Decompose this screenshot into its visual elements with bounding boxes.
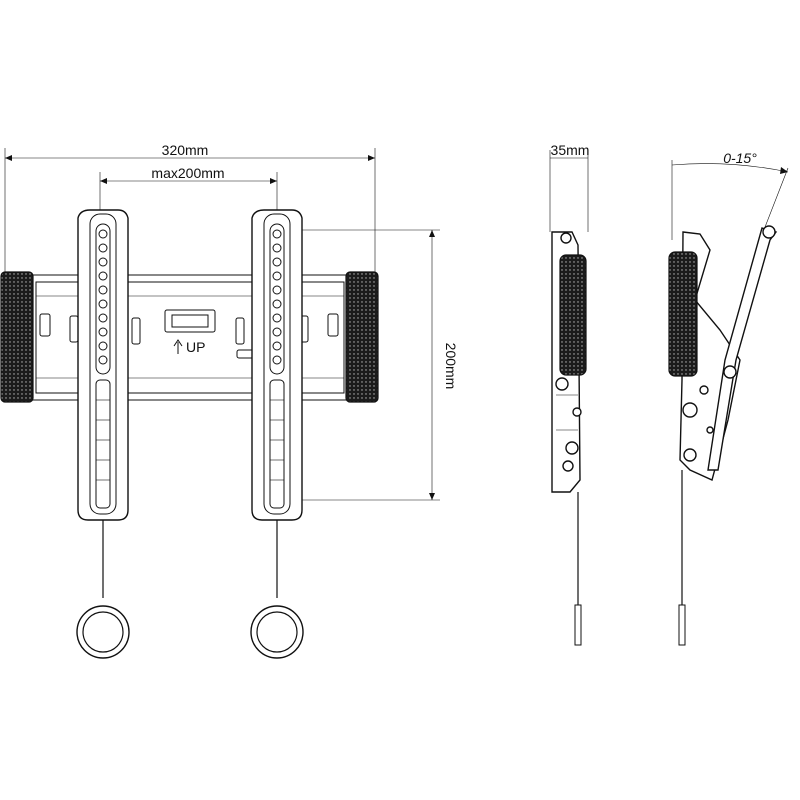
right-vertical-arm [250,209,304,659]
left-vertical-arm [76,209,130,659]
label-up: UP [186,339,205,355]
right-pad [345,271,379,403]
tilt-cord-handle [678,604,686,646]
label-depth: 35mm [551,142,590,158]
side-pad [559,254,587,376]
tilt-pad [668,251,698,377]
label-width-vesa: max200mm [151,165,224,181]
dimension-width-vesa: max200mm [99,165,278,232]
arrow-up-icon [173,339,183,354]
side-cord-handle [574,604,582,646]
dimension-depth: 35mm [549,142,590,232]
level-window [164,309,216,333]
side-view-flat: 35mm [549,142,590,646]
left-pad [0,271,34,403]
side-view-tilted: 0-15° [668,150,789,646]
front-view: 320mm max200mm 200mm [0,142,459,659]
label-width-overall: 320mm [162,142,209,158]
label-height-vesa: 200mm [443,343,459,390]
label-tilt: 0-15° [723,150,757,166]
dimension-height-vesa: 200mm [280,229,459,501]
dimension-width-overall: 320mm [4,142,376,272]
